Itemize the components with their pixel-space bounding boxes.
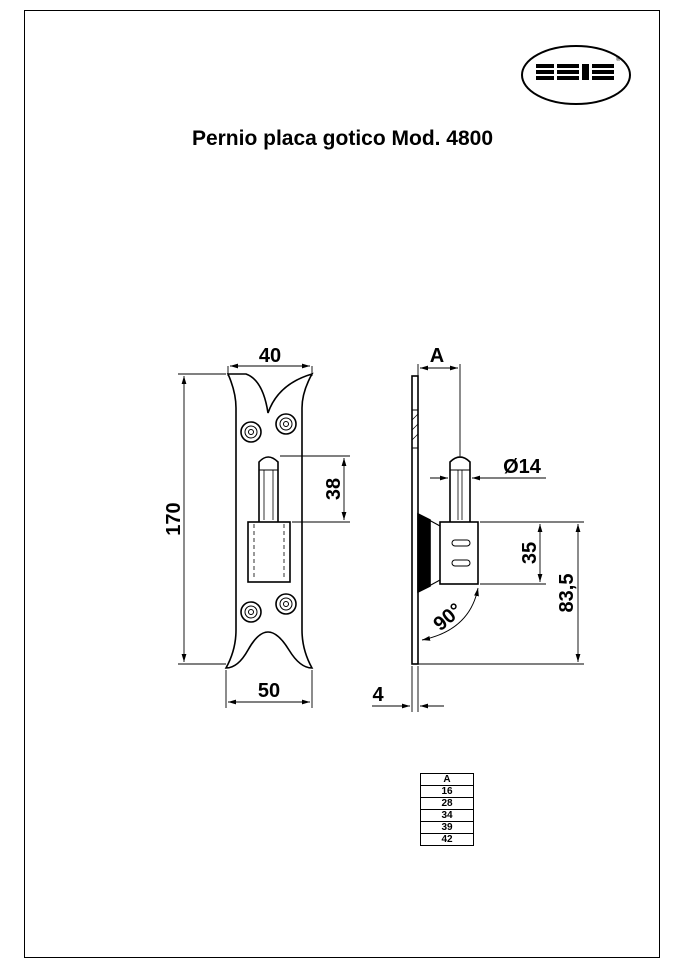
sleeve [247,521,291,583]
screw-hole [275,413,297,435]
screw-hole [240,421,262,443]
dim-top-width: 40 [259,345,281,367]
registered-mark: ® [616,56,621,63]
side-pin [449,456,471,522]
screw-hole [240,601,262,623]
dim-bottom-width: 50 [258,680,280,702]
table-row: 42 [420,833,474,846]
pin [258,456,279,522]
dim-side-A: A [430,345,444,367]
drawing-title: Pernio placa gotico Mod. 4800 [191,127,494,150]
side-sleeve [439,521,479,585]
amig-logo: ® [521,45,631,105]
dim-angle: 90° [429,599,466,635]
dim-pin-to-bottom: 83,5 [556,574,578,613]
dim-plate-thickness: 4 [372,684,384,706]
dim-height: 170 [163,502,185,535]
table-row: 34 [420,809,474,822]
drawing-frame [24,10,660,958]
plate-outline [224,372,314,669]
side-view [411,375,479,665]
table-row: 16 [420,785,474,798]
flange [417,512,431,594]
table-row: 39 [420,821,474,834]
dim-pin-length: 38 [323,478,345,500]
front-view [224,372,314,669]
table-header: A [420,773,474,786]
dim-sleeve-height: 35 [519,542,541,564]
screw-hole [275,593,297,615]
table-row: 28 [420,797,474,810]
a-values-table: A 16 28 34 39 42 [420,773,474,846]
dim-diameter: Ø14 [503,456,542,478]
